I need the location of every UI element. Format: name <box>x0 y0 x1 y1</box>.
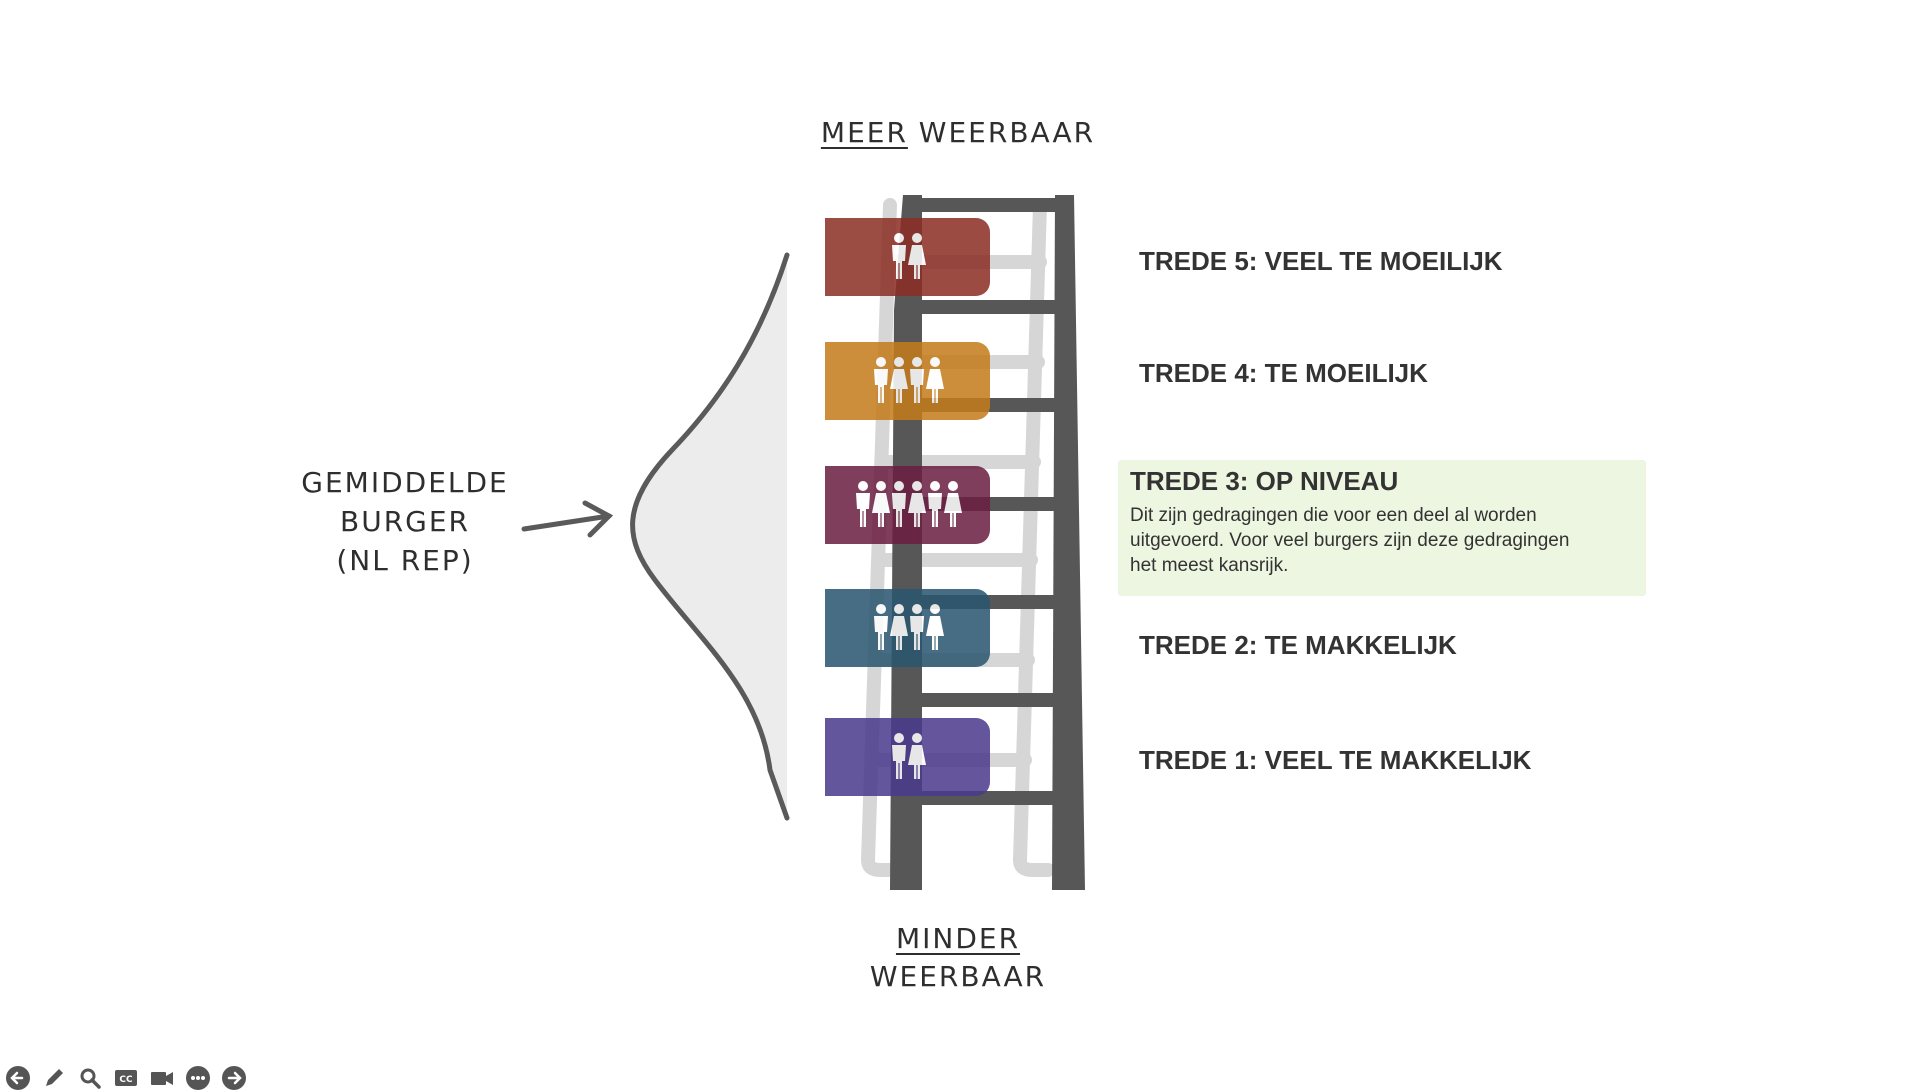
more-icon[interactable] <box>184 1064 212 1092</box>
side-label-line3: (NL REP) <box>336 544 474 577</box>
step-3-highlight: TREDE 3: OP NIVEAU Dit zijn gedragingen … <box>1118 460 1646 596</box>
step-5-title: TREDE 5: VEEL TE MOEILIJK <box>1139 246 1503 276</box>
distribution-curve <box>630 252 790 821</box>
forward-arrow-icon[interactable] <box>220 1064 248 1092</box>
people-icons <box>855 481 962 527</box>
arrow-icon <box>521 500 614 538</box>
person-icon <box>889 357 908 403</box>
person-icon <box>891 481 906 527</box>
person-icon <box>907 481 926 527</box>
step-4-title: TREDE 4: TE MOEILIJK <box>1139 358 1428 388</box>
presentation-toolbar: CC <box>4 1064 248 1092</box>
step-3-description-line2: uitgevoerd. Voor veel burgers zijn deze … <box>1130 530 1570 551</box>
person-icon <box>909 357 924 403</box>
step-5-people-box <box>825 218 990 296</box>
person-icon <box>943 481 962 527</box>
bottom-label-underlined: MINDER <box>895 922 1021 955</box>
step-1-title: TREDE 1: VEEL TE MAKKELIJK <box>1139 745 1532 775</box>
top-label-rest: WEERBAAR <box>907 116 1096 149</box>
person-icon <box>925 357 944 403</box>
side-label-line2: BURGER <box>339 505 470 538</box>
step-3-description-line1: Dit zijn gedragingen die voor een deel a… <box>1130 505 1537 526</box>
svg-text:CC: CC <box>119 1075 133 1085</box>
people-icons <box>873 604 944 650</box>
step-3-people-box <box>825 466 990 544</box>
person-icon <box>891 233 906 279</box>
people-icons <box>891 733 926 779</box>
step-3-description-line3: het meest kansrijk. <box>1130 555 1289 576</box>
step-1-people-box <box>825 718 990 796</box>
step-2-title: TREDE 2: TE MAKKELIJK <box>1139 630 1457 660</box>
top-label: MEER WEERBAAR <box>0 116 1916 149</box>
person-icon <box>889 604 908 650</box>
step-4-people-box <box>825 342 990 420</box>
people-icons <box>891 233 926 279</box>
distribution-curve-fill <box>632 255 787 818</box>
back-arrow-icon[interactable] <box>4 1064 32 1092</box>
bottom-label-rest: WEERBAAR <box>869 960 1047 993</box>
bottom-label: MINDER WEERBAAR <box>0 920 1916 996</box>
top-label-underlined: MEER <box>820 116 908 149</box>
closed-caption-icon[interactable]: CC <box>112 1064 140 1092</box>
step-2-people-box <box>825 589 990 667</box>
person-icon <box>873 604 888 650</box>
person-icon <box>925 604 944 650</box>
person-icon <box>907 733 926 779</box>
pencil-icon[interactable] <box>40 1064 68 1092</box>
step-3-title: TREDE 3: OP NIVEAU <box>1130 466 1399 496</box>
person-icon <box>855 481 870 527</box>
step-3-description: Dit zijn gedragingen die voor een deel a… <box>1118 497 1646 578</box>
side-label-line1: GEMIDDELDE <box>301 466 509 499</box>
person-icon <box>907 233 926 279</box>
person-icon <box>909 604 924 650</box>
magnifier-icon[interactable] <box>76 1064 104 1092</box>
people-icons <box>873 357 944 403</box>
person-icon <box>891 733 906 779</box>
person-icon <box>871 481 890 527</box>
average-citizen-label: GEMIDDELDE BURGER (NL REP) <box>290 463 520 580</box>
video-camera-icon[interactable] <box>148 1064 176 1092</box>
person-icon <box>873 357 888 403</box>
person-icon <box>927 481 942 527</box>
